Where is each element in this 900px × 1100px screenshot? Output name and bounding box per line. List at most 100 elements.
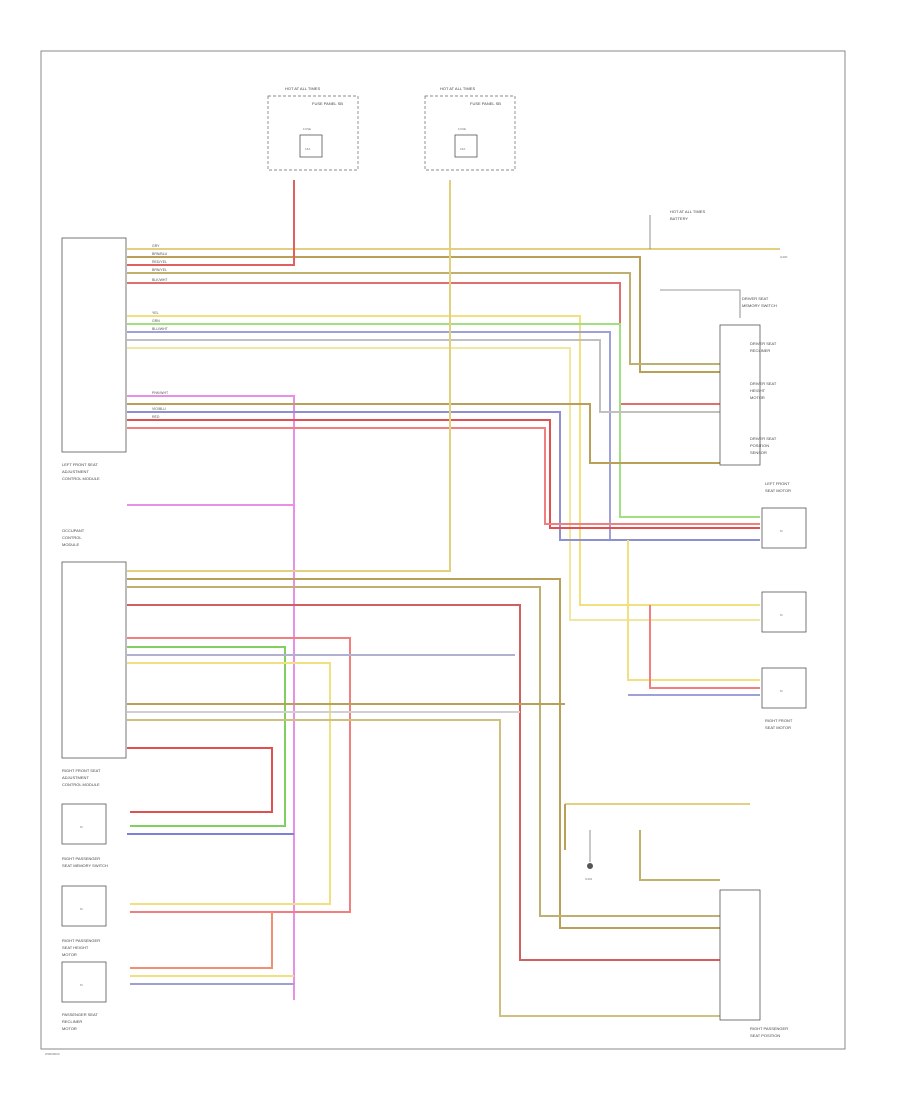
label-brn-yel: BRN/YEL	[152, 268, 167, 272]
rf-module-label-2: ADJUSTMENT	[62, 775, 89, 780]
pass-height-label-1: RIGHT PASSENGER	[62, 938, 100, 943]
ground-passenger: G301	[585, 830, 593, 881]
fuse-icon-1	[299, 134, 323, 158]
occupant-label-2: CONTROL	[62, 535, 82, 540]
drv-mem-label-2: MEMORY SWITCH	[742, 303, 777, 308]
passenger-seat-height-motor: M RIGHT PASSENGER SEAT HEIGHT MOTOR	[61, 885, 107, 957]
label-yel: YEL	[152, 311, 159, 315]
wire-red-6	[127, 637, 351, 913]
passenger-seat-sensor: RIGHT PASSENGER SEAT POSITION	[719, 889, 788, 1038]
left-front-seat-module: LEFT FRONT SEAT ADJUSTMENT CONTROL MODUL…	[61, 237, 127, 481]
fuse-1-name: FUSE	[303, 127, 311, 131]
wire-red-7	[127, 747, 273, 813]
wire-brn-7	[127, 719, 720, 1017]
wire-red-5	[127, 604, 720, 961]
wire-red-9	[649, 605, 760, 689]
driver-seat-motors-group: DRIVER SEAT RECLINER DRIVER SEAT HEIGHT …	[719, 324, 777, 466]
wire-pnk-1	[127, 395, 295, 1000]
svg-text:M: M	[780, 613, 783, 617]
svg-text:M: M	[80, 983, 83, 987]
fuse-box-1-title: HOT AT ALL TIMES	[285, 86, 320, 91]
label-blu: BLU/WHT	[152, 327, 169, 331]
wire-yel-5	[627, 540, 760, 681]
wire-brn-1	[127, 256, 720, 373]
footer-code: W0000000	[45, 1052, 60, 1056]
label-gry: GRY	[152, 244, 160, 248]
left-front-seat-motor: M LEFT FRONT SEAT MOTOR	[761, 481, 807, 549]
wire-gry-2	[127, 339, 720, 413]
wire-yel-1	[127, 315, 760, 606]
fuse-2-name: FUSE	[458, 127, 466, 131]
drv-height-label-3: MOTOR	[750, 395, 765, 400]
drv-sensor-label-3: SENSOR	[750, 450, 767, 455]
wire-brn-4	[127, 578, 720, 929]
drv-height-label-2: HEIGHT	[750, 388, 766, 393]
wire-brn-5	[127, 586, 720, 917]
pass-mem-label-1: RIGHT PASSENGER	[62, 856, 100, 861]
svg-text:M: M	[780, 529, 783, 533]
hot-at-all-times-right: HOT AT ALL TIMES BATTERY	[649, 209, 705, 249]
label-red: RED	[152, 415, 160, 419]
fuse-icon-2	[454, 134, 478, 158]
wire-red-8	[130, 912, 273, 969]
wire-vio-2	[127, 411, 760, 541]
passenger-memory-switch: M RIGHT PASSENGER SEAT MEMORY SWITCH	[61, 803, 108, 868]
pass-height-label-2: SEAT HEIGHT	[62, 945, 89, 950]
label-brn: BRN/BLU	[152, 252, 168, 256]
occupant-label-3: MODULE	[62, 542, 79, 547]
hot-right-label-1: HOT AT ALL TIMES	[670, 209, 705, 214]
wire-yel-3	[127, 662, 331, 905]
pass-mem-label-2: SEAT MEMORY SWITCH	[62, 863, 108, 868]
passenger-seat-recliner-motor: M PASSENGER SEAT RECLINER MOTOR	[61, 961, 107, 1031]
fuse-box-2: HOT AT ALL TIMES FUSE PANEL SB FUSE 15A	[424, 86, 516, 171]
wire-brn-9	[639, 830, 720, 881]
wire-grn-1	[127, 323, 760, 518]
drv-mem-label-1: DRIVER SEAT	[742, 296, 769, 301]
label-pnk: PNK/WHT	[152, 391, 169, 395]
ground-right-label: G300	[780, 255, 788, 259]
pass-recliner-label-2: RECLINER	[62, 1019, 82, 1024]
pass-sensor-label-1: RIGHT PASSENGER	[750, 1026, 788, 1031]
pass-sensor-label-2: SEAT POSITION	[750, 1033, 780, 1038]
svg-text:M: M	[80, 907, 83, 911]
wire-red-2	[127, 282, 720, 405]
fuse-box-1: HOT AT ALL TIMES FUSE PANEL SB FUSE 15A	[267, 86, 359, 171]
ground-passenger-label: G301	[585, 877, 593, 881]
wire-grn-2	[127, 646, 286, 827]
drv-height-label-1: DRIVER SEAT	[750, 381, 777, 386]
ground-right: G300	[780, 255, 788, 259]
pass-recliner-label-3: MOTOR	[62, 1026, 77, 1031]
pass-recliner-label-1: PASSENGER SEAT	[62, 1012, 98, 1017]
drv-sensor-label-2: POSITION	[750, 443, 769, 448]
fuse-box-2-title: HOT AT ALL TIMES	[440, 86, 475, 91]
lf-module-label-1: LEFT FRONT SEAT	[62, 462, 98, 467]
hot-right-label-2: BATTERY	[670, 216, 688, 221]
wire-yel-2	[127, 347, 760, 621]
fuse-2-amp: 15A	[460, 147, 465, 151]
wire-red-1	[127, 180, 295, 266]
svg-text:M: M	[80, 825, 83, 829]
wire-brn-2	[127, 272, 720, 365]
occupant-module: OCCUPANT CONTROL MODULE	[62, 528, 85, 547]
wire-red-3	[127, 419, 760, 529]
lf-module-label-3: CONTROL MODULE	[62, 476, 100, 481]
wire-brn-3	[127, 403, 720, 464]
svg-text:M: M	[780, 689, 783, 693]
drv-sensor-label-1: DRIVER SEAT	[750, 436, 777, 441]
label-blk: BLK/WHT	[152, 278, 168, 282]
right-front-seat-motor: M RIGHT FRONT SEAT MOTOR	[761, 667, 807, 730]
label-grn: GRN	[152, 319, 160, 323]
fuse-box-1-label: FUSE PANEL SB	[312, 101, 343, 106]
rf-module-label-3: CONTROL MODULE	[62, 782, 100, 787]
pass-height-label-3: MOTOR	[62, 952, 77, 957]
label-red-yel: RED/YEL	[152, 260, 167, 264]
rf-motor-label-2: SEAT MOTOR	[765, 725, 791, 730]
wire-red-4	[127, 427, 760, 525]
wire-labels-left: GRY BRN/BLU RED/YEL BRN/YEL BLK/WHT YEL …	[152, 244, 169, 419]
driver-seat-recliner-lower: M	[761, 591, 807, 633]
rf-module-label-1: RIGHT FRONT SEAT	[62, 768, 101, 773]
driver-memory-switch: DRIVER SEAT MEMORY SWITCH	[660, 289, 777, 318]
lf-module-label-2: ADJUSTMENT	[62, 469, 89, 474]
rf-motor-label-1: RIGHT FRONT	[765, 718, 793, 723]
